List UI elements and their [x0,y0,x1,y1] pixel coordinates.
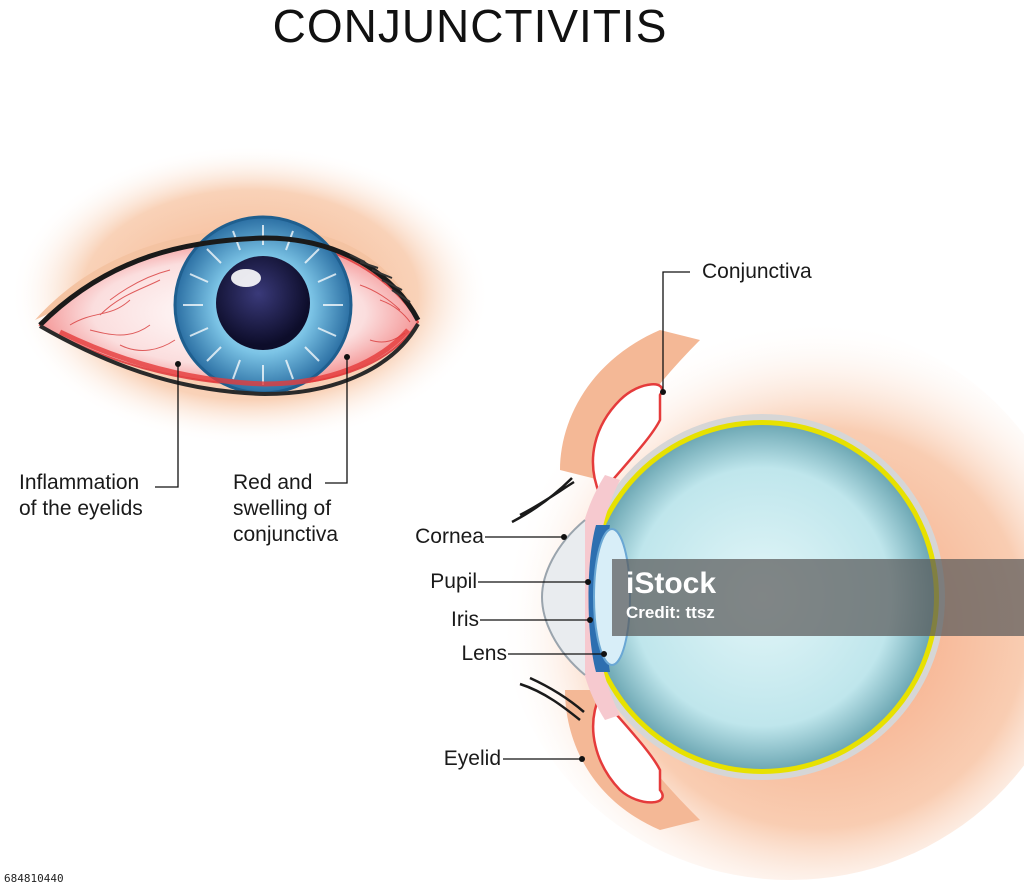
label-conjunctiva: Conjunctiva [702,260,812,283]
pointer-dot-iris [587,617,593,623]
diagram-title: CONJUNCTIVITIS [272,0,668,52]
label-cornea: Cornea [415,525,484,548]
label-lens: Lens [461,642,507,665]
front-eye [10,145,490,488]
side-conjunctiva-fold [591,383,664,498]
leader-line-eyelids [155,364,179,488]
lower-lid-inflamed [58,328,410,387]
blood-vessels [69,269,411,351]
leader-line-conjunctiva [325,357,348,484]
anterior-tissue [575,475,620,720]
watermark-logo: iStock [626,567,717,600]
pointer-dot-eyelid-side [579,756,585,762]
label-red-swelling-conjunctiva: Red and swelling of conjunctiva [233,471,339,546]
side-lower-lashes [519,676,585,721]
lower-lid-rim [39,323,420,397]
pupil [216,256,310,350]
pointer-dot-side-conjunctiva [660,389,666,395]
pointer-dot-pupil [585,579,591,585]
eyelashes [349,254,411,303]
label-pupil: Pupil [430,570,477,593]
watermark-credit: Credit: ttsz [626,603,715,622]
pupil-highlight [231,269,261,287]
image-id: 684810440 [0,868,88,890]
label-iris: Iris [451,608,479,631]
upper-lash-line [38,235,421,327]
side-conjunctiva-fold-lower [592,692,664,804]
stock-watermark: iStock Credit: ttsz [612,559,1024,636]
cornea [540,519,586,676]
side-upper-lashes [511,477,575,524]
label-inflammation-eyelids: Inflammation of the eyelids [19,471,143,520]
pointer-dot-cornea [561,534,567,540]
leader-line-side-conjunctiva [662,271,690,392]
pointer-dot-lens [601,651,607,657]
label-eyelid: Eyelid [443,747,501,770]
